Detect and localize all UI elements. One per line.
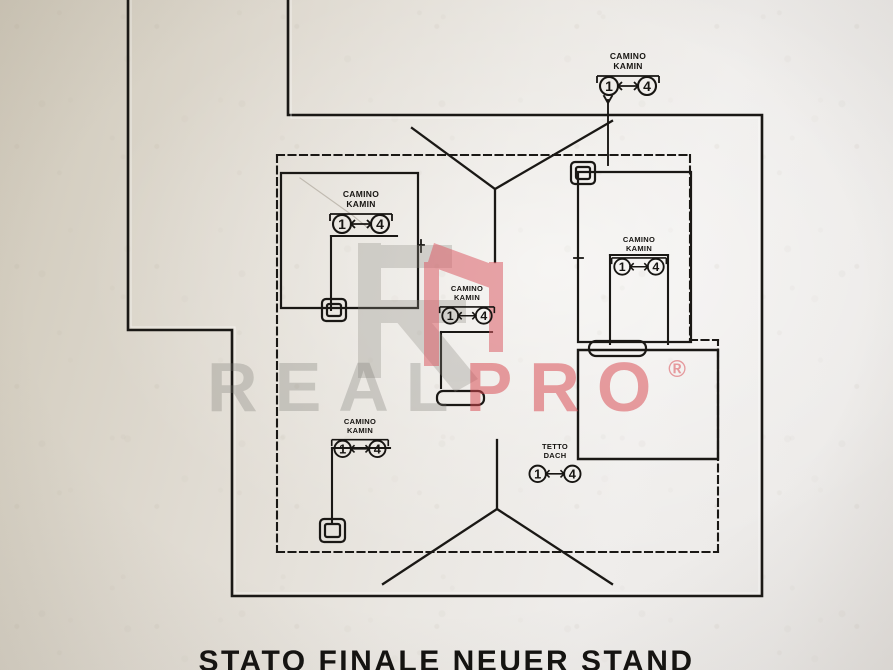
callout-line2: KAMIN — [346, 198, 376, 209]
upper-left-chimney-outlet-square — [320, 297, 348, 323]
lower-left-chimney-duct — [330, 446, 392, 524]
callout-chimney-top: CAMINO KAMIN 1 4 — [578, 51, 678, 96]
callout-reference: 1 4 — [311, 210, 411, 234]
reference-symbol-icon: 1 4 — [438, 306, 496, 325]
callout-reference: 1 4 — [315, 436, 405, 458]
reference-right-number: 4 — [569, 466, 577, 481]
reference-left-number: 1 — [534, 466, 541, 481]
roof-hip-lines-top — [410, 119, 614, 264]
reference-symbol-icon: 1 4 — [528, 464, 582, 483]
upper-left-riser-tick — [417, 239, 425, 253]
callout-chimney-upper-left: CAMINO KAMIN 1 4 — [311, 189, 411, 234]
right-chimney-outlet-square — [569, 160, 597, 186]
callout-roof: TETTO DACH 1 4 — [510, 442, 600, 483]
outline-scan-halo — [130, 0, 760, 594]
callout-line2: KAMIN — [346, 425, 374, 435]
callout-line2: KAMIN — [613, 60, 643, 71]
callout-reference: 1 4 — [594, 254, 684, 276]
reference-symbol-icon: 1 4 — [330, 438, 390, 458]
right-roof-inner-wall — [608, 253, 670, 346]
reference-left-number: 1 — [619, 260, 626, 274]
callout-chimney-center: CAMINO KAMIN 1 4 — [422, 284, 512, 325]
callout-line2: DACH — [543, 450, 567, 460]
lower-left-chimney-outlet-square — [318, 517, 347, 544]
reference-right-number: 4 — [374, 441, 382, 456]
top-chimney-riser — [602, 94, 614, 166]
reference-symbol-icon: 1 4 — [596, 75, 660, 96]
reference-left-number: 1 — [447, 309, 454, 323]
roof-hip-lines-bottom — [381, 438, 614, 586]
reference-symbol-icon: 1 4 — [329, 213, 393, 234]
callout-chimney-lower-left: CAMINO KAMIN 1 4 — [315, 417, 405, 458]
callout-chimney-right: CAMINO KAMIN 1 4 — [594, 235, 684, 276]
reference-right-number: 4 — [643, 78, 651, 94]
callout-reference: 1 4 — [422, 303, 512, 325]
outer-building-outline — [126, 0, 764, 598]
center-ridge-vent — [435, 389, 486, 407]
center-chimney-duct — [439, 330, 494, 390]
callout-line1: CAMINO — [343, 417, 377, 426]
reference-right-number: 4 — [480, 309, 487, 323]
callout-line1: CAMINO — [450, 284, 484, 293]
upper-left-roof-unit — [279, 171, 420, 310]
reference-right-number: 4 — [376, 216, 384, 232]
callout-line1: CAMINO — [622, 235, 656, 244]
right-roof-unit — [576, 170, 693, 344]
callout-line2: KAMIN — [453, 292, 481, 302]
callout-reference: 1 4 — [510, 461, 600, 483]
callout-line1: CAMINO — [609, 51, 647, 61]
callout-line1: CAMINO — [342, 189, 380, 199]
reference-left-number: 1 — [338, 216, 346, 232]
lower-right-ridge-vent — [587, 339, 648, 358]
reference-right-number: 4 — [652, 260, 659, 274]
upper-left-inner-duct — [329, 234, 399, 312]
callout-reference: 1 4 — [578, 72, 678, 96]
callout-line2: KAMIN — [625, 243, 653, 253]
reference-symbol-icon: 1 4 — [610, 257, 668, 276]
lower-right-roof-block — [576, 348, 720, 461]
reference-left-number: 1 — [339, 441, 346, 456]
logo-red-mark — [424, 243, 503, 366]
drawing-caption: STATO FINALE NEUER STAND — [198, 645, 695, 670]
reference-left-number: 1 — [605, 78, 613, 94]
callout-line1: TETTO — [542, 442, 568, 451]
right-unit-riser-tick — [573, 251, 584, 265]
logo-r-glyph — [358, 243, 478, 392]
